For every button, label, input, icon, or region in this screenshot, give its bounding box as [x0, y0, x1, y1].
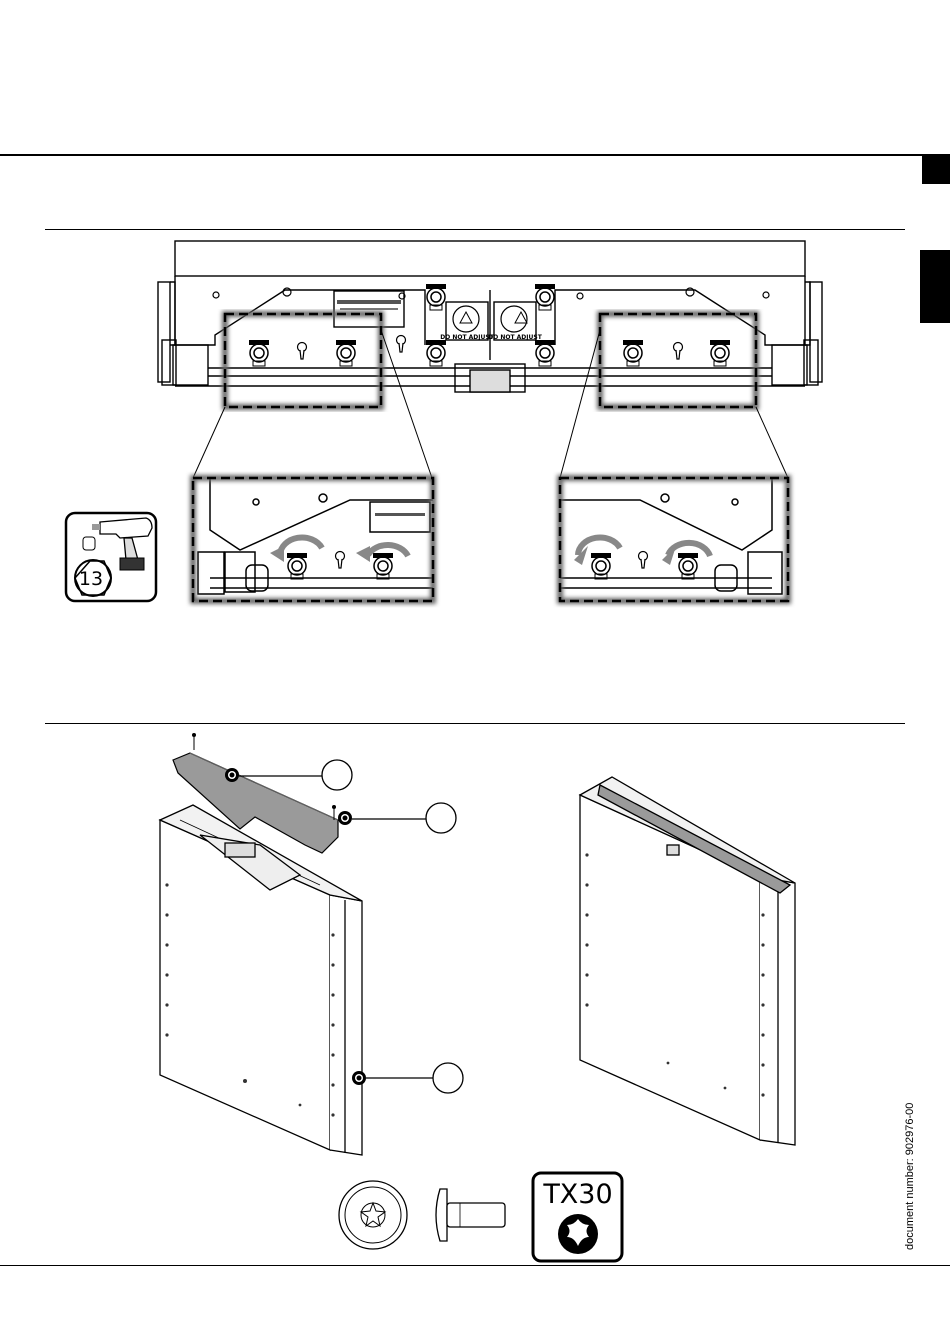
tool-box-drill: 13	[66, 513, 156, 601]
callout-3	[352, 1063, 463, 1093]
torx-size-label: TX30	[542, 1179, 612, 1210]
section-rule-2	[45, 723, 905, 724]
figure-rear-view: DO NOT ADJUST DO NOT ADJUST	[0, 0, 950, 720]
figure-cover-removal: TX30	[0, 725, 950, 1265]
screw-head-icon	[339, 1181, 407, 1249]
unit-isometric-open	[160, 805, 362, 1155]
socket-size-label: 13	[79, 568, 103, 590]
torx-bit-icon: TX30	[533, 1173, 622, 1261]
highlight-box-left	[225, 314, 381, 407]
document-number: document number: 902976-00	[904, 1103, 916, 1250]
zoom-detail-right	[560, 478, 788, 601]
callout-2	[338, 803, 456, 833]
unit-isometric-closed	[580, 777, 795, 1145]
footer-rule	[0, 1265, 950, 1266]
screw-side-icon	[436, 1189, 505, 1241]
highlight-box-right	[600, 314, 756, 407]
do-not-adjust-label-right: DO NOT ADJUST	[488, 334, 543, 341]
do-not-adjust-label-left: DO NOT ADJUST	[440, 334, 495, 341]
zoom-detail-left	[193, 478, 433, 601]
